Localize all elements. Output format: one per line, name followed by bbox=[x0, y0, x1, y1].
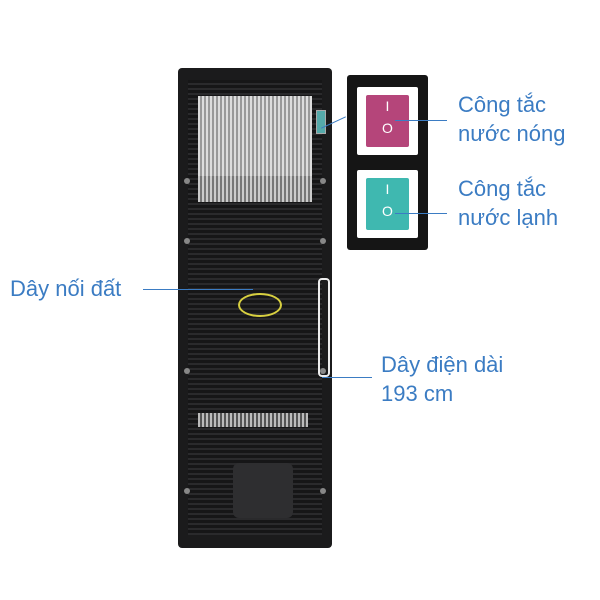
ground-wire-coil bbox=[238, 293, 282, 317]
off-symbol: O bbox=[382, 203, 393, 219]
switch-mini bbox=[316, 110, 326, 134]
mount-hole bbox=[184, 488, 190, 494]
label-line: Công tắc bbox=[458, 176, 547, 201]
cold-water-switch[interactable]: I O bbox=[357, 170, 418, 238]
power-cord-coil bbox=[318, 278, 330, 377]
water-dispenser-back bbox=[178, 68, 332, 548]
mount-hole bbox=[320, 238, 326, 244]
leader-line bbox=[143, 289, 253, 290]
hot-water-switch[interactable]: I O bbox=[357, 87, 418, 155]
cold-switch-label: Công tắc nước lạnh bbox=[458, 174, 558, 232]
leader-line bbox=[395, 120, 447, 121]
off-symbol: O bbox=[382, 120, 393, 136]
mount-hole bbox=[184, 178, 190, 184]
on-symbol: I bbox=[385, 98, 390, 114]
compressor bbox=[233, 463, 293, 518]
leader-line bbox=[395, 213, 447, 214]
switch-panel-closeup: I O I O bbox=[347, 75, 428, 250]
label-line: Dây điện dài bbox=[381, 352, 504, 377]
label-line: Công tắc bbox=[458, 92, 547, 117]
mount-hole bbox=[320, 368, 326, 374]
hot-switch-rocker[interactable]: I O bbox=[366, 95, 409, 147]
lower-coil bbox=[198, 413, 308, 427]
condenser-fins bbox=[198, 96, 312, 176]
condenser-base bbox=[198, 176, 312, 202]
mount-hole bbox=[320, 178, 326, 184]
on-symbol: I bbox=[385, 181, 390, 197]
mount-hole bbox=[184, 368, 190, 374]
cold-switch-rocker[interactable]: I O bbox=[366, 178, 409, 230]
power-cord-label: Dây điện dài 193 cm bbox=[381, 350, 503, 408]
mount-hole bbox=[184, 238, 190, 244]
leader-line bbox=[322, 377, 372, 378]
mount-hole bbox=[320, 488, 326, 494]
ground-wire-label: Dây nối đất bbox=[10, 276, 122, 301]
label-line: nước lạnh bbox=[458, 205, 559, 230]
label-line: 193 cm bbox=[381, 381, 454, 406]
label-line: nước nóng bbox=[458, 121, 566, 146]
hot-switch-label: Công tắc nước nóng bbox=[458, 90, 565, 148]
